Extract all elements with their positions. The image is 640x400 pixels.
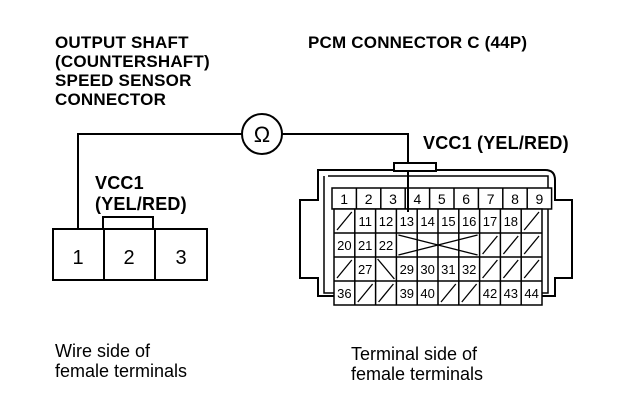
- pcm-terminal: 9: [536, 191, 544, 207]
- sensor-terminal-2: 2: [123, 247, 134, 269]
- pcm-caption-line-2: female terminals: [351, 364, 484, 384]
- pcm-terminal: 6: [462, 191, 470, 207]
- pcm-terminal: 14: [420, 214, 434, 229]
- sensor-wire-label: VCC1 (YEL/RED): [95, 173, 187, 215]
- sensor-caption-line-2: female terminals: [55, 361, 188, 381]
- sensor-connector: 1 2 3: [52, 216, 208, 281]
- ohm-symbol: Ω: [254, 122, 270, 147]
- pcm-terminal: 4: [414, 191, 422, 207]
- pcm-wire-label: VCC1 (YEL/RED): [423, 133, 569, 153]
- test-wire: [77, 133, 242, 229]
- pcm-terminal: 40: [420, 286, 434, 301]
- pcm-connector-title: PCM CONNECTOR C (44P): [308, 33, 528, 52]
- pcm-terminal: 2: [365, 191, 373, 207]
- sensor-terminal-1: 1: [72, 247, 83, 269]
- pcm-terminal: 44: [524, 286, 538, 301]
- pcm-caption: Terminal side of female terminals: [351, 344, 483, 384]
- pcm-terminal: 32: [462, 262, 476, 277]
- pcm-terminal: 20: [337, 238, 351, 253]
- ohmmeter-icon: Ω: [241, 113, 283, 155]
- sensor-wire-label-line-1: VCC1: [95, 173, 144, 193]
- test-wire-pcm: [282, 133, 409, 212]
- pcm-terminal: 15: [441, 214, 455, 229]
- pcm-terminal: 31: [441, 262, 455, 277]
- sensor-caption: Wire side of female terminals: [55, 341, 187, 381]
- pcm-terminal: 42: [483, 286, 497, 301]
- pcm-terminal: 18: [504, 214, 518, 229]
- sensor-title-line-1: OUTPUT SHAFT: [55, 33, 189, 52]
- sensor-connector-title: OUTPUT SHAFT (COUNTERSHAFT) SPEED SENSOR…: [55, 33, 210, 109]
- pcm-terminal: 12: [379, 214, 393, 229]
- sensor-caption-line-1: Wire side of: [55, 341, 151, 361]
- pcm-terminal: 13: [400, 214, 414, 229]
- pcm-terminal: 21: [358, 238, 372, 253]
- pcm-terminal: 43: [504, 286, 518, 301]
- pcm-terminal: 3: [389, 191, 397, 207]
- pcm-terminal: 30: [420, 262, 434, 277]
- pcm-terminal: 11: [358, 214, 372, 229]
- pcm-terminal: 39: [400, 286, 414, 301]
- pcm-terminal: 29: [400, 262, 414, 277]
- sensor-title-line-4: CONNECTOR: [55, 90, 167, 109]
- pcm-caption-line-1: Terminal side of: [351, 344, 478, 364]
- sensor-terminal-3: 3: [175, 247, 186, 269]
- pcm-terminal: 27: [358, 262, 372, 277]
- pcm-terminal: 1: [340, 191, 348, 207]
- pcm-terminal: 36: [337, 286, 351, 301]
- sensor-title-line-3: SPEED SENSOR: [55, 71, 192, 90]
- pcm-terminal: 8: [511, 191, 519, 207]
- pcm-terminal: 5: [438, 191, 446, 207]
- pcm-terminal: 7: [487, 191, 495, 207]
- pcm-connector-housing: [299, 162, 573, 297]
- pcm-terminal: 16: [462, 214, 476, 229]
- sensor-wire-label-line-2: (YEL/RED): [95, 194, 187, 214]
- pcm-terminal: 17: [483, 214, 497, 229]
- pcm-terminal: 22: [379, 238, 393, 253]
- sensor-title-line-2: (COUNTERSHAFT): [55, 52, 210, 71]
